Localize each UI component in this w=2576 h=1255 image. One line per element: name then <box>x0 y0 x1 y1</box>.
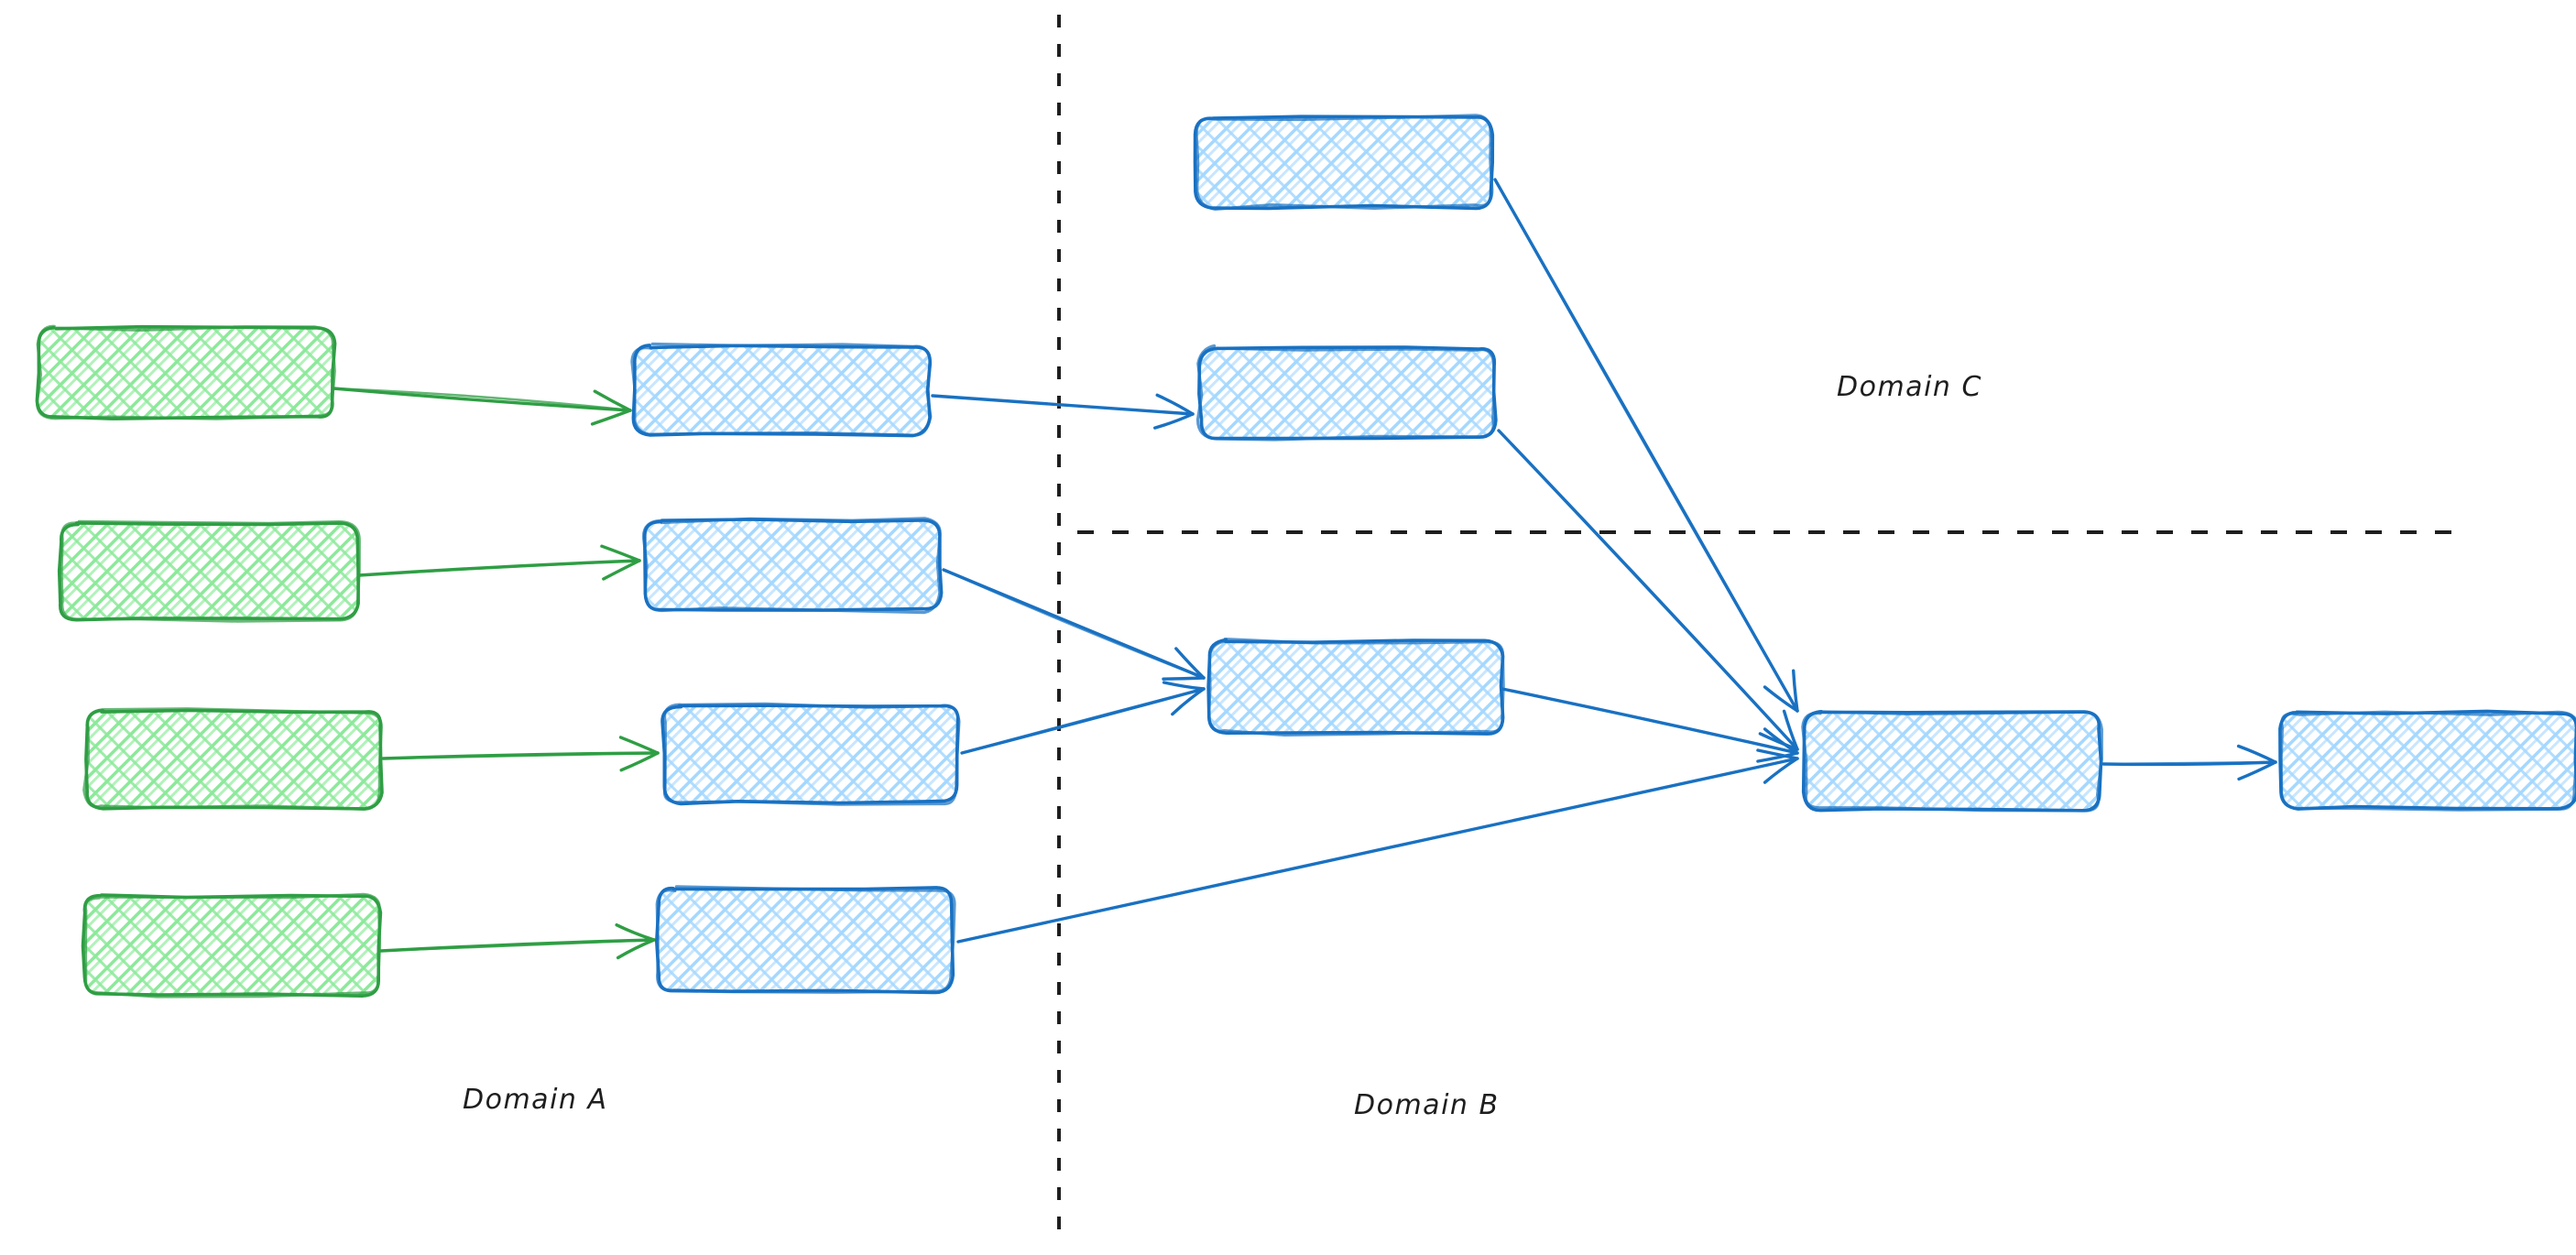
edge-e8 <box>1493 178 1799 713</box>
node-m2[interactable] <box>641 517 944 615</box>
edge-e12 <box>2101 744 2277 781</box>
node-hit-b2[interactable] <box>1200 348 1495 438</box>
node-a4[interactable] <box>81 892 383 999</box>
node-hit-m3[interactable] <box>663 705 958 802</box>
node-b1[interactable] <box>1193 114 1495 211</box>
node-b2[interactable] <box>1195 344 1498 442</box>
domain-label-c: Domain C <box>1837 371 1982 403</box>
node-hit-b1[interactable] <box>1196 117 1491 207</box>
node-b3[interactable] <box>1206 638 1505 737</box>
edge-e10 <box>1501 687 1799 763</box>
edge-e2 <box>357 544 641 581</box>
node-hit-c1[interactable] <box>1805 713 2100 810</box>
node-hit-m4[interactable] <box>658 889 953 991</box>
edge-e7 <box>960 681 1206 755</box>
node-a3[interactable] <box>82 707 384 811</box>
node-c2[interactable] <box>2278 709 2576 812</box>
edge-e1 <box>332 387 632 426</box>
edge-layer <box>332 178 2277 960</box>
node-hit-a1[interactable] <box>38 328 333 418</box>
node-hit-a2[interactable] <box>60 524 357 619</box>
edge-e5 <box>931 393 1195 430</box>
node-hit-b3[interactable] <box>1209 641 1502 733</box>
edge-e6 <box>942 568 1206 681</box>
node-hit-a4[interactable] <box>84 896 379 995</box>
domain-label-b: Domain B <box>1354 1089 1500 1121</box>
node-c1[interactable] <box>1801 710 2103 813</box>
node-m3[interactable] <box>660 702 961 806</box>
node-hit-c2[interactable] <box>2281 713 2576 808</box>
edge-e4 <box>379 923 656 960</box>
node-m4[interactable] <box>655 885 956 995</box>
edge-e3 <box>381 736 660 772</box>
edge-e9 <box>1497 429 1799 751</box>
node-hit-m2[interactable] <box>645 520 940 610</box>
domain-label-a: Domain A <box>463 1084 608 1116</box>
node-hit-m1[interactable] <box>634 346 929 434</box>
node-a2[interactable] <box>57 519 361 623</box>
node-a1[interactable] <box>35 324 337 420</box>
edge-e11 <box>956 748 1799 944</box>
node-layer <box>35 114 2576 999</box>
node-hit-a3[interactable] <box>86 711 381 808</box>
node-m1[interactable] <box>630 342 933 438</box>
